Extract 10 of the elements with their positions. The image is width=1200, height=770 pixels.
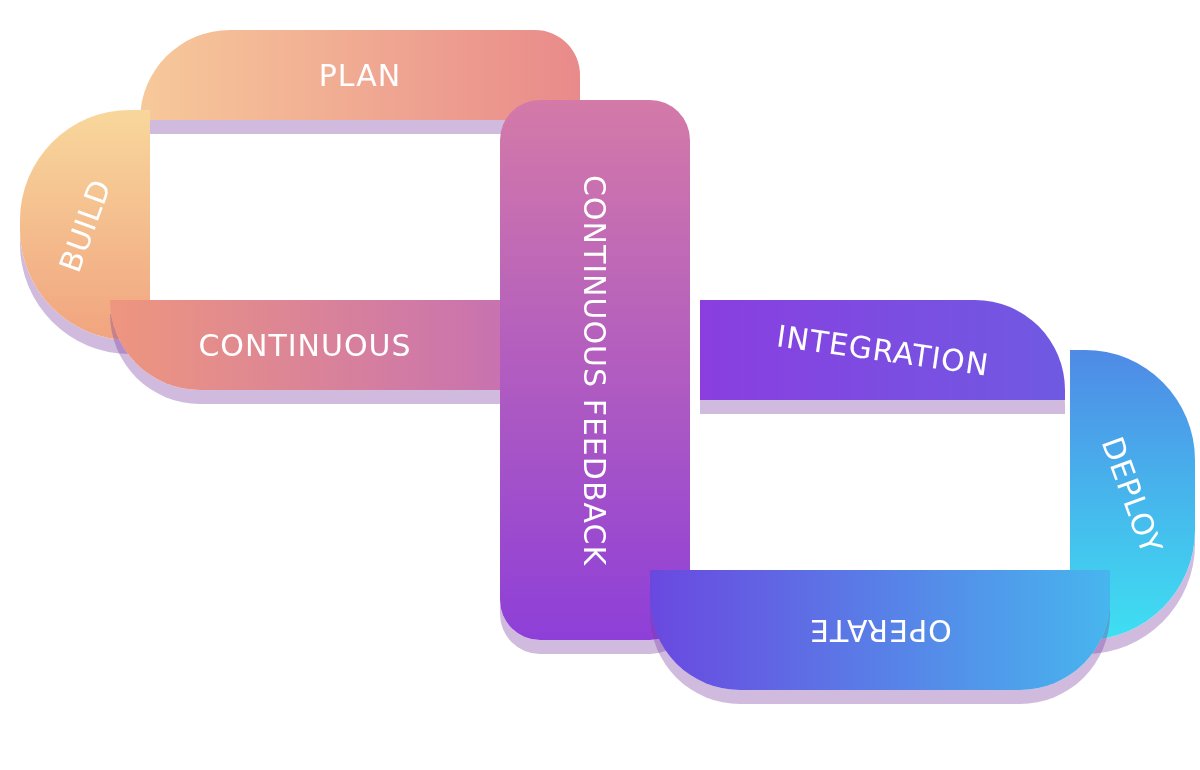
segment-label: CONTINUOUS (198, 327, 412, 363)
segment-label: BUILD (52, 173, 118, 277)
segment-label: PLAN (318, 57, 402, 93)
segment-label: INTEGRATION (774, 317, 991, 383)
loop-segment (650, 570, 1110, 690)
loop-segment (700, 300, 1065, 400)
loop-segment (500, 100, 690, 640)
segment-label: CONTINUOUS FEEDBACK (577, 174, 613, 566)
segment-label: OPERATE (808, 612, 952, 648)
loop-segment (110, 300, 500, 390)
